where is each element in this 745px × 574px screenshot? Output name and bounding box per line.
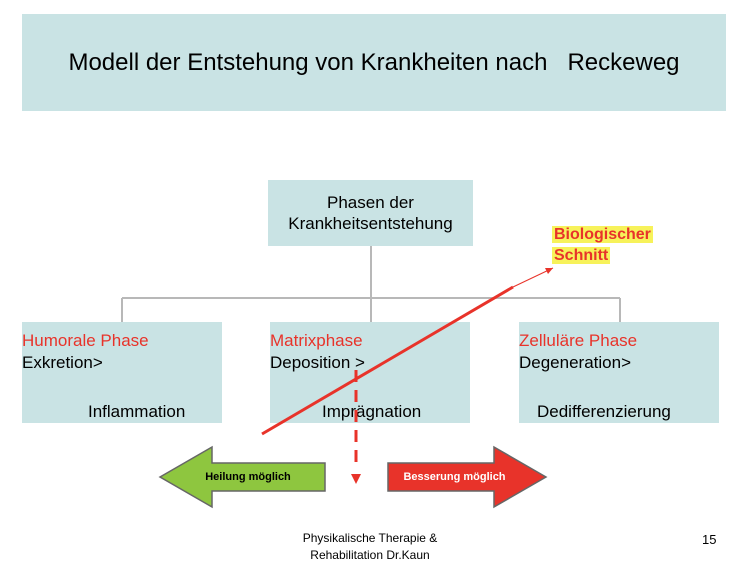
root-phase-line2: Krankheitsentstehung [288, 214, 453, 233]
dashed-divider-arrowhead [351, 474, 361, 484]
improve-arrow-label: Besserung möglich [403, 471, 506, 483]
phase-name-cellular: Zelluläre Phase [519, 331, 638, 350]
biological-cut-label: Biologischer Schnitt [552, 225, 653, 267]
phase-name-matrix: Matrixphase [270, 331, 363, 350]
phase-name-humoral: Humorale Phase [22, 331, 149, 350]
biological-cut-pointer-head [545, 268, 553, 274]
phase-box-matrix: Matrixphase Deposition > Imprägnation [270, 322, 470, 423]
phase-step2-cellular: Dedifferenzierung [537, 402, 671, 421]
biological-cut-line1: Biologischer [552, 226, 653, 243]
footer-line1: Physikalische Therapie & [302, 531, 438, 545]
slide-footer: Physikalische Therapie & Rehabilitation … [280, 530, 460, 564]
footer-line2: Rehabilitation Dr.Kaun [310, 547, 430, 562]
phase-step1-matrix: Deposition > [270, 353, 365, 372]
phase-step1-humoral: Exkretion> [22, 353, 103, 372]
phase-box-cellular: Zelluläre Phase Degeneration> Dedifferen… [519, 322, 719, 423]
slide-title: Modell der Entstehung von Krankheiten na… [68, 48, 680, 76]
biological-cut-pointer [512, 267, 554, 288]
phase-step2-humoral: Inflammation [88, 402, 186, 421]
root-phase-box: Phasen der Krankheitsentstehung [268, 180, 473, 246]
phase-box-humoral: Humorale Phase Exkretion> Inflammation [22, 322, 222, 423]
page-number: 15 [702, 532, 717, 547]
biological-cut-line2: Schnitt [552, 246, 611, 264]
phase-step2-matrix: Imprägnation [322, 402, 422, 421]
root-phase-line1: Phasen der [327, 192, 414, 212]
phase-step1-cellular: Degeneration> [519, 353, 632, 372]
slide-title-box: Modell der Entstehung von Krankheiten na… [22, 14, 726, 111]
heal-arrow-label: Heilung möglich [205, 471, 291, 483]
